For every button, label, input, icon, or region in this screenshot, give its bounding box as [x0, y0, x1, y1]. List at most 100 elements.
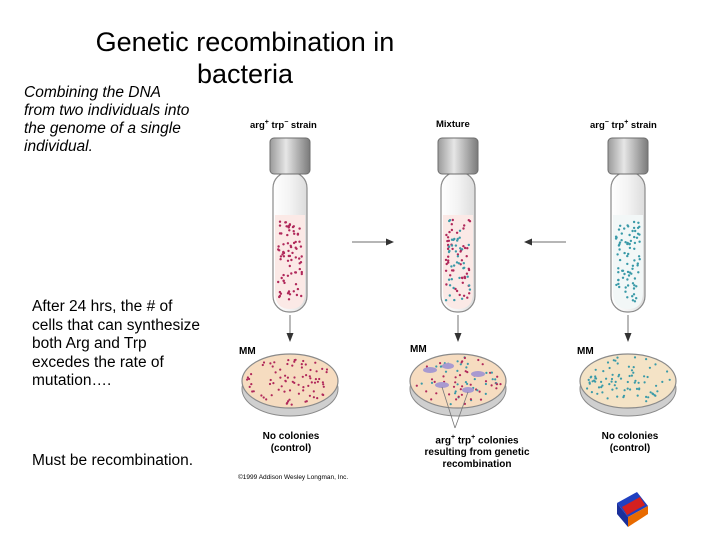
cell-dot [459, 247, 462, 250]
plate-cell-dot [649, 391, 652, 394]
cell-dot [447, 261, 450, 264]
plate-cell-dot [430, 378, 434, 381]
cell-dot [454, 244, 458, 247]
cell-dot [626, 254, 629, 258]
cell-dot [445, 283, 448, 286]
plate-cell-dot [287, 359, 290, 362]
plate-cell-dot [309, 377, 312, 380]
arrow-right-to-mixture [524, 238, 566, 246]
cell-dot [444, 299, 448, 302]
arrow-down-middle [454, 315, 462, 342]
cell-dot [629, 239, 633, 243]
cell-dot [623, 272, 626, 276]
plate-cell-dot [285, 402, 288, 405]
arrow-down-right [624, 315, 632, 342]
plate-cell-dot [302, 359, 305, 363]
plate-cell-dot [473, 378, 476, 381]
cell-dot [462, 227, 465, 230]
cell-dot [446, 247, 450, 251]
plate-cell-dot [252, 390, 255, 393]
cell-dot [620, 239, 623, 242]
cell-dot [466, 296, 469, 299]
plate-cell-dot [314, 361, 317, 364]
plate-cell-dot [458, 374, 462, 377]
plate-cell-dot [469, 398, 472, 401]
plate-cell-dot [655, 384, 658, 387]
plate-cell-dot [262, 396, 265, 399]
plate-cell-dot [611, 388, 614, 391]
plate-cell-dot [293, 376, 296, 379]
cell-dot [631, 264, 635, 267]
plate-cell-dot [489, 371, 492, 374]
cell-dot [448, 294, 451, 297]
plate-cell-dot [602, 370, 605, 373]
cell-dot [632, 220, 636, 224]
cell-dot [300, 255, 303, 258]
plate-cell-dot [463, 356, 466, 360]
plate-cell-dot [654, 363, 657, 366]
cell-dot [277, 245, 280, 248]
plate-cell-dot [322, 385, 325, 388]
plate-cell-dot [262, 361, 266, 364]
cell-dot [631, 267, 634, 270]
plate-cell-dot [309, 368, 312, 372]
cell-dot [458, 276, 461, 280]
plate-cell-dot [250, 373, 253, 376]
plate-cell-dot [590, 391, 594, 394]
cell-dot [633, 284, 636, 287]
cell-dot [621, 276, 625, 279]
cell-dot [290, 258, 293, 262]
plate-cell-dot [499, 383, 502, 386]
cell-dot [632, 293, 636, 296]
plate-cell-dot [302, 386, 305, 389]
cell-dot [446, 236, 450, 239]
cell-dot [287, 298, 291, 301]
slide-subtitle: Combining the DNA from two individuals i… [24, 84, 190, 155]
cell-dot [456, 255, 460, 258]
plate-cell-dot [495, 383, 499, 386]
cell-dot [451, 218, 454, 222]
cell-dot [450, 265, 453, 268]
plate-cell-dot [316, 380, 319, 383]
cell-dot [294, 240, 297, 244]
cell-dot [300, 294, 303, 298]
cell-dot [467, 243, 470, 247]
cell-dot [633, 235, 636, 239]
cell-dot [455, 231, 459, 234]
plate-cell-dot [612, 359, 615, 362]
cell-dot [287, 249, 290, 253]
plate-cell-dot [601, 384, 604, 387]
plate-right [579, 353, 677, 417]
plate-cell-dot [420, 382, 423, 385]
plate-cell-dot [628, 374, 631, 378]
plate-cell-dot [648, 366, 652, 369]
plate-cell-dot [591, 380, 594, 383]
cell-dot [632, 226, 636, 230]
cell-dot [291, 225, 295, 229]
plate-cell-dot [643, 375, 646, 378]
cell-dot [444, 258, 448, 262]
plate-cell-dot [466, 371, 469, 374]
copyright-notice: ©1999 Addison Wesley Longman, Inc. [238, 474, 349, 481]
cell-dot [454, 287, 457, 291]
plate-cell-dot [268, 382, 272, 386]
arrow-down-left [286, 315, 294, 342]
cell-dot [294, 283, 298, 286]
cell-dot [634, 229, 637, 233]
plate-cell-dot [587, 378, 590, 381]
plate-cell-dot [634, 379, 637, 382]
plate-cell-dot [297, 392, 300, 395]
plate-cell-dot [425, 365, 428, 368]
plate-cell-dot [594, 368, 597, 371]
cell-dot [454, 250, 458, 253]
cell-dot [294, 246, 297, 249]
cell-dot [633, 259, 636, 262]
plate-cell-dot [476, 389, 479, 392]
plate-cell-dot [321, 367, 324, 370]
plate-cell-dot [454, 390, 457, 393]
plate-cell-dot [457, 395, 460, 398]
plate-cell-dot [322, 383, 325, 386]
cell-dot [628, 246, 632, 250]
cell-dot [618, 285, 621, 289]
